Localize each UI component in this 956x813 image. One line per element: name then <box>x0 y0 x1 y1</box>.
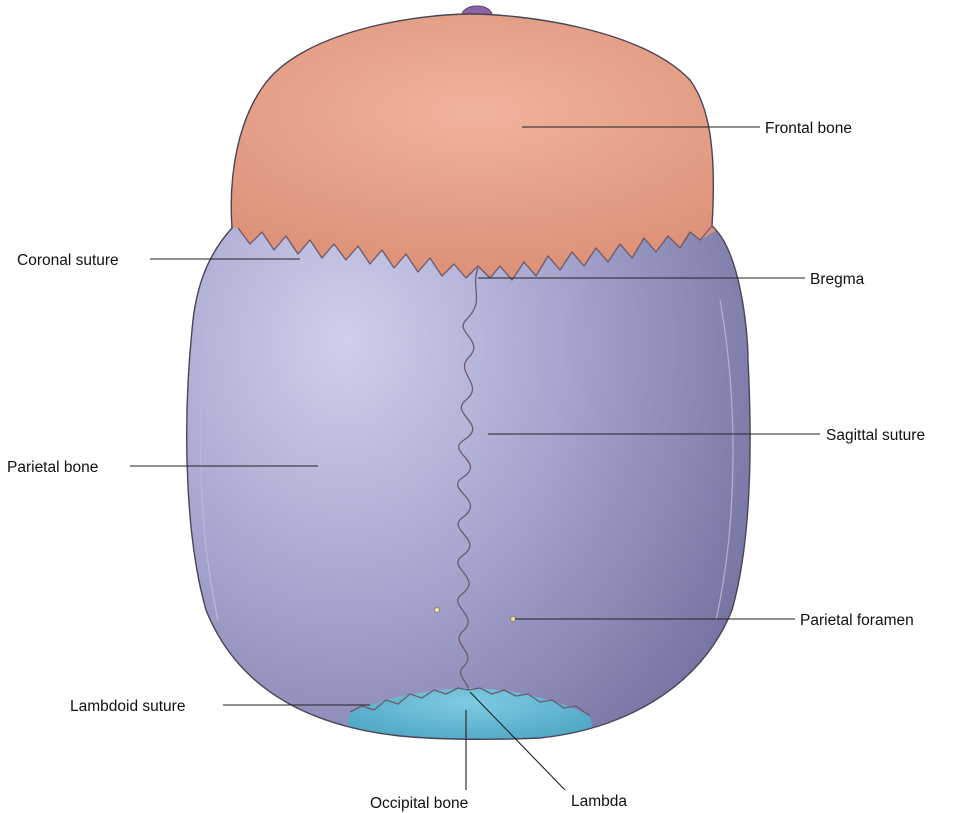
lambda-label: Lambda <box>571 793 627 810</box>
coronal-suture-label: Coronal suture <box>17 252 119 269</box>
lambdoid-suture-label: Lambdoid suture <box>70 698 185 715</box>
parietal-bone-label: Parietal bone <box>7 459 98 476</box>
parietal-foramen-left <box>434 607 439 612</box>
bregma-label: Bregma <box>810 271 865 288</box>
occipital-bone-label: Occipital bone <box>370 795 468 812</box>
frontal-bone-label: Frontal bone <box>765 120 852 137</box>
sagittal-suture-label: Sagittal suture <box>826 427 925 444</box>
parietal-foramen-label: Parietal foramen <box>800 612 914 629</box>
parietal-foramen-right <box>510 616 515 621</box>
